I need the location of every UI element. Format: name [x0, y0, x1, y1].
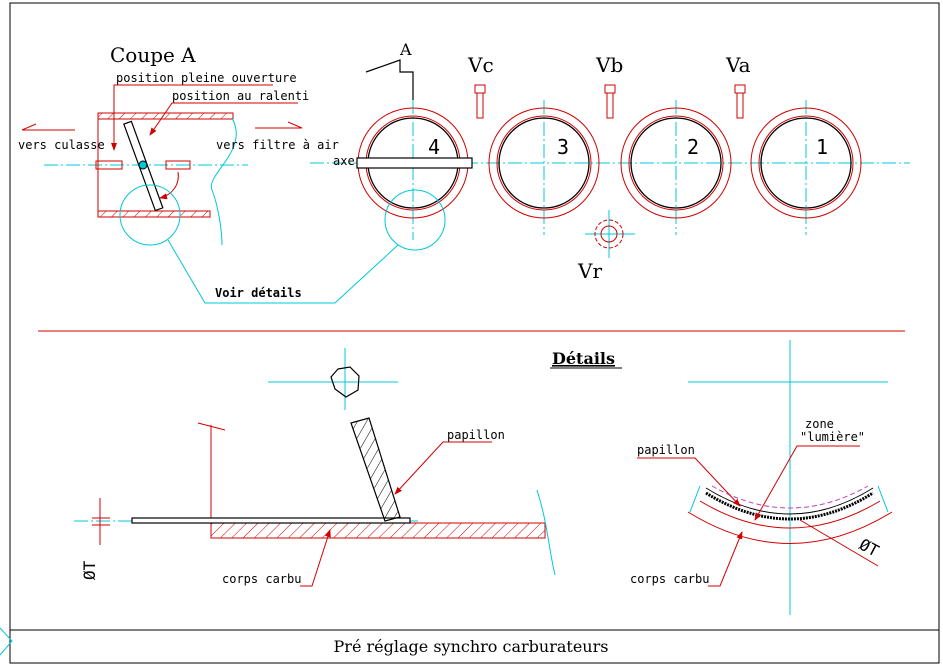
label-corps-left: corps carbu — [222, 572, 301, 586]
screw-vr — [585, 210, 635, 258]
label-lumiere: "lumière" — [800, 430, 865, 444]
label-papillon-right: papillon — [637, 443, 695, 457]
section-letter-a: A — [399, 40, 412, 59]
details-title: Détails — [552, 349, 615, 368]
carb-number-4: 4 — [428, 135, 440, 159]
screw-label-va: Va — [725, 53, 751, 77]
label-phi-right: ØT — [856, 535, 882, 561]
carb-number-2: 2 — [687, 135, 699, 159]
carb-number-3: 3 — [557, 135, 569, 159]
corner-mark — [0, 627, 13, 656]
carb-1 — [750, 100, 862, 235]
carb-3 — [488, 100, 600, 235]
butterfly-axis — [138, 160, 148, 170]
label-voir-details: Voir détails — [215, 286, 302, 300]
throttle-axe — [356, 157, 473, 169]
carb-4 — [356, 100, 473, 251]
carb-2 — [620, 100, 732, 235]
label-pleine-ouverture: position pleine ouverture — [116, 71, 297, 85]
screw-vc — [474, 84, 486, 119]
label-papillon-left: papillon — [447, 428, 505, 442]
carb-number-1: 1 — [816, 135, 828, 159]
label-vers-filtre: vers filtre à air — [216, 138, 339, 152]
screw-label-vb: Vb — [595, 53, 623, 77]
screw-label-vc: Vc — [467, 53, 494, 77]
label-vers-culasse: vers culasse — [18, 138, 105, 152]
screw-va — [734, 84, 746, 119]
detail-left — [74, 348, 556, 587]
tube-wall-bottom — [97, 210, 211, 218]
screw-label-vr: Vr — [577, 259, 602, 283]
label-phi-left: ØT — [80, 560, 99, 580]
coupe-title: Coupe A — [110, 43, 196, 67]
screw-vb — [604, 84, 616, 119]
label-axe: axe — [333, 154, 355, 168]
detail-right — [637, 340, 893, 615]
label-zone: zone — [805, 417, 834, 431]
label-ralenti: position au ralenti — [172, 89, 309, 103]
drawing-title: Pré réglage synchro carburateurs — [334, 637, 609, 656]
tube-wall-top — [97, 112, 234, 120]
sheet-border — [9, 2, 940, 664]
label-corps-right: corps carbu — [630, 572, 709, 586]
